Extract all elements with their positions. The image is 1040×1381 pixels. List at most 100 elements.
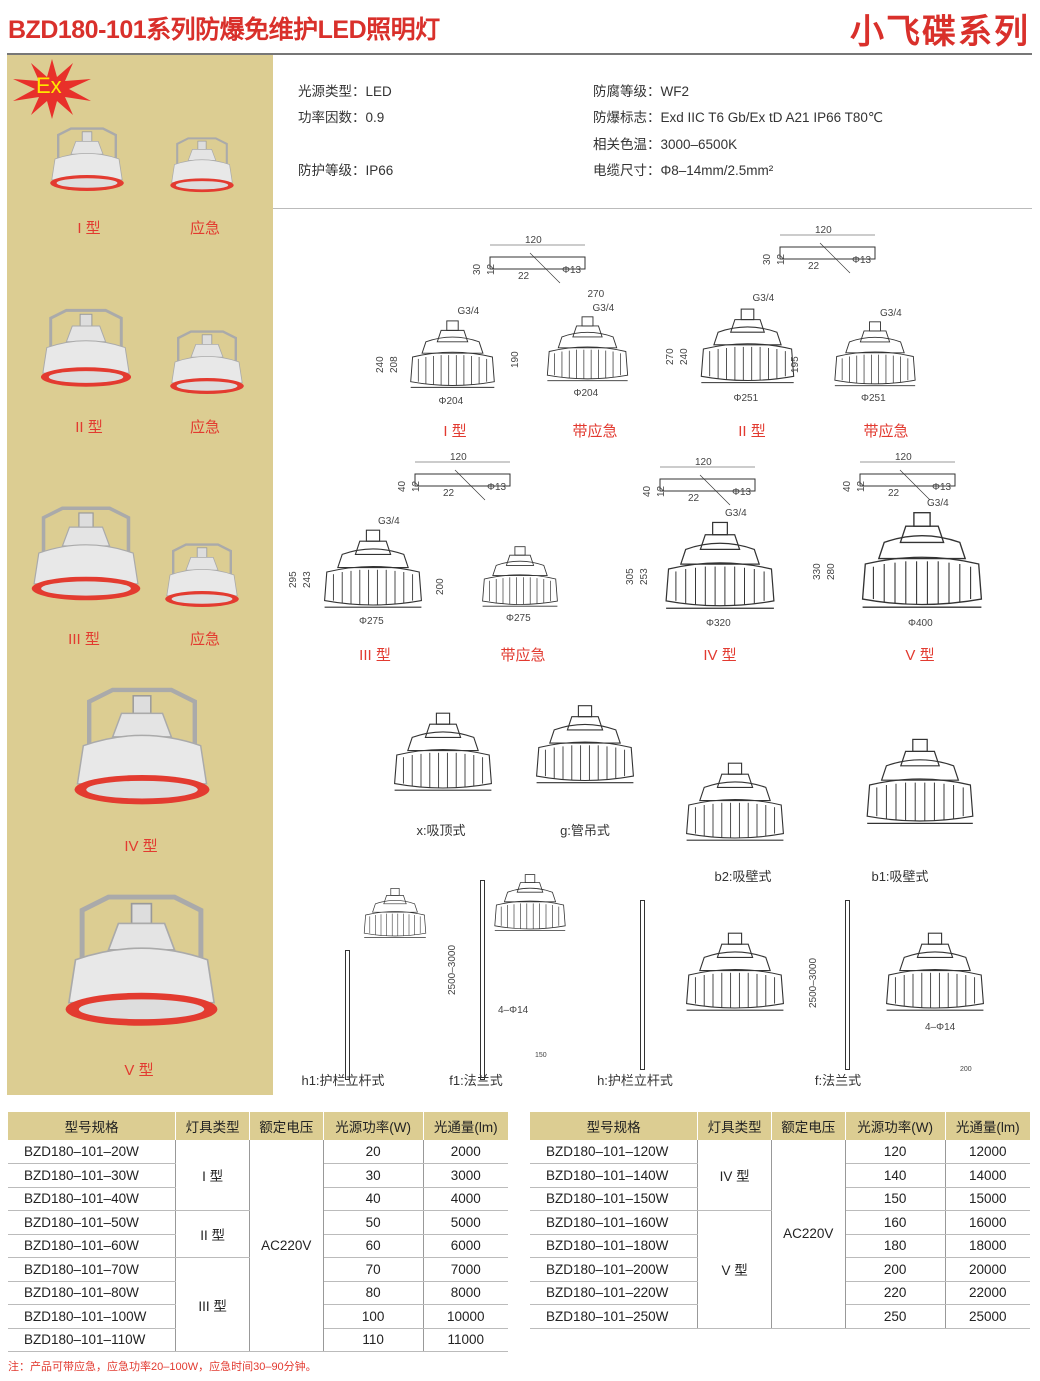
dim-hole: Φ13 (732, 487, 752, 498)
dim-width: 22 (443, 488, 455, 499)
model-cell: BZD180–101–40W (8, 1187, 177, 1211)
dim-height: 240 (375, 356, 386, 373)
dim-flange-holes: 4–Φ14 (925, 1022, 956, 1033)
power-cell: 60 (323, 1234, 424, 1258)
mounting-drawing (388, 700, 498, 810)
power-cell: 30 (323, 1163, 424, 1188)
model-cell: BZD180–101–50W (8, 1210, 177, 1235)
dim-thread: G3/4 (592, 303, 615, 314)
power-cell: 250 (845, 1304, 946, 1329)
power-cell: 220 (845, 1281, 946, 1305)
dim-diameter: Φ320 (706, 618, 731, 629)
model-cell: BZD180–101–150W (530, 1187, 699, 1211)
dim-base: 12 (656, 485, 667, 497)
ex-badge: Ex (36, 73, 62, 98)
table-header: 型号规格 (530, 1112, 699, 1140)
model-cell: BZD180–101–20W (8, 1140, 177, 1164)
dim-width: 22 (808, 261, 820, 272)
dim-width: 22 (688, 493, 700, 504)
photo-label: I 型 (77, 220, 101, 237)
dim-height-2: 243 (302, 571, 313, 588)
product-photo-emergency-1 (157, 137, 247, 199)
table-header: 光源功率(W) (323, 1112, 424, 1140)
model-cell: BZD180–101–80W (8, 1281, 177, 1305)
mounting-drawing (880, 920, 990, 1030)
power-cell: 50 (323, 1210, 424, 1235)
dim-thread: G3/4 (752, 293, 775, 304)
dim-height: 190 (510, 350, 521, 368)
dim-pole-height: 2500–3000 (808, 957, 819, 1008)
dim-height: 30 (762, 253, 773, 265)
dim-base: 12 (411, 480, 422, 492)
mounting-drawing (360, 880, 430, 950)
drawing-label: I 型 (443, 423, 467, 440)
lumen-cell: 12000 (945, 1140, 1030, 1164)
lumen-cell: 18000 (945, 1234, 1030, 1258)
drawing-label: III 型 (359, 647, 391, 664)
dim-height: 305 (625, 568, 636, 585)
model-cell: BZD180–101–120W (530, 1140, 699, 1164)
dim-width: 22 (518, 271, 530, 282)
spec-anticorrosion: 防腐等级：WF2 (593, 84, 689, 99)
dim-height-2: 253 (639, 568, 650, 585)
table-header: 额定电压 (771, 1112, 846, 1140)
dim-thread: G3/4 (457, 306, 480, 317)
dim-height-2: 240 (679, 348, 690, 365)
power-cell: 70 (323, 1257, 424, 1282)
photo-label: IV 型 (124, 838, 158, 855)
mounting-drawing (680, 920, 790, 1030)
model-cell: BZD180–101–100W (8, 1304, 177, 1329)
lumen-cell: 3000 (423, 1163, 508, 1188)
model-cell: BZD180–101–110W (8, 1328, 177, 1352)
dim-top-width: 270 (587, 289, 605, 300)
type-cell: IV 型 (697, 1140, 772, 1211)
model-cell: BZD180–101–30W (8, 1163, 177, 1188)
spec-table-left: 型号规格灯具类型额定电压光源功率(W)光通量(lm)BZD180–101–20W… (8, 1112, 508, 1352)
type-cell: V 型 (697, 1210, 772, 1329)
dim-height: 40 (642, 485, 653, 497)
dim-diameter: Φ204 (438, 396, 464, 407)
dim-length: 120 (895, 452, 912, 463)
drawing-label: 带应急 (500, 647, 546, 664)
photo-label: 应急 (189, 419, 221, 436)
drawing-label: II 型 (738, 423, 766, 440)
lumen-cell: 8000 (423, 1281, 508, 1305)
dim-height: 200 (435, 578, 446, 595)
photo-label: III 型 (68, 631, 100, 648)
dim-flange-holes: 4–Φ14 (498, 1005, 529, 1016)
dim-thread: G3/4 (880, 308, 902, 319)
power-cell: 120 (845, 1140, 946, 1164)
dim-height: 30 (472, 263, 483, 275)
mounting-drawing (530, 690, 640, 805)
lumen-cell: 14000 (945, 1163, 1030, 1188)
dim-flange-a: 150 (535, 1052, 547, 1059)
table-header: 型号规格 (8, 1112, 177, 1140)
dim-diameter: Φ251 (733, 393, 759, 404)
series-title: 小飞碟系列 (850, 13, 1030, 51)
power-cell: 40 (323, 1187, 424, 1211)
dim-length: 120 (525, 235, 542, 246)
mounting-label: h:护栏立杆式 (597, 1073, 673, 1088)
model-cell: BZD180–101–70W (8, 1257, 177, 1282)
dim-length: 120 (450, 452, 467, 463)
model-cell: BZD180–101–60W (8, 1234, 177, 1258)
power-cell: 110 (323, 1328, 424, 1352)
dim-base: 12 (856, 480, 867, 492)
photo-label: 应急 (189, 220, 221, 237)
power-cell: 80 (323, 1281, 424, 1305)
spec-cable: 电缆尺寸：Φ8–14mm/2.5mm² (593, 163, 774, 178)
